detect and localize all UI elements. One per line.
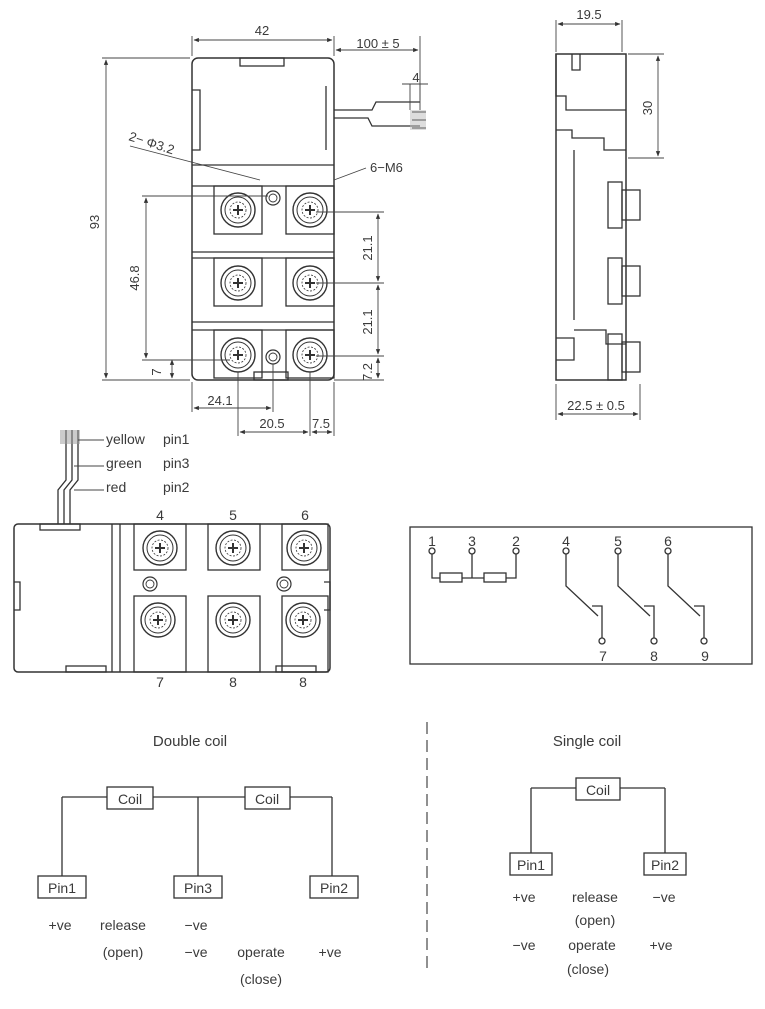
dim-edge-left: 7 [149,368,164,375]
single-coil-cell: +ve [513,889,536,905]
single-coil-pin-1: Pin2 [651,857,679,873]
wire-color-1: green [106,455,142,471]
single-coil-label: Coil [586,782,610,798]
single-coil-pin-0: Pin1 [517,857,545,873]
double-coil-cell: operate [237,944,285,960]
dim-bottom-c: 7.5 [312,416,330,431]
single-coil-cell: operate [568,937,616,953]
single-coil-cell: (open) [575,912,615,928]
dim-side-right: 30 [640,101,655,115]
contact-top-1: 5 [614,533,622,549]
top-view [191,57,426,381]
double-coil-cell: +ve [319,944,342,960]
terminal-bottom-0: 7 [156,674,164,690]
terminal-bottom-2: 8 [299,674,307,690]
dim-side-bottom: 22.5 ± 0.5 [567,398,625,413]
dim-wire-length: 100 ± 5 [356,36,399,51]
dim-hole: 2− Φ3.2 [127,129,176,158]
contact-top-2: 6 [664,533,672,549]
contact-bottom-0: 7 [599,648,607,664]
single-coil-title: Single coil [553,733,621,750]
single-coil-cell: −ve [653,889,676,905]
side-view [555,53,641,381]
top-view-dimensions: 42 100 ± 5 4 2− Φ3.2 6−M6 93 46.8 21.1 2… [87,23,428,436]
contact-top-0: 4 [562,533,570,549]
single-coil-cell: (close) [567,961,609,977]
wire-color-2: red [106,479,126,495]
contact-bottom-2: 9 [701,648,709,664]
dim-height: 93 [87,215,102,229]
single-coil-cell: −ve [513,937,536,953]
double-coil-title: Double coil [153,733,227,750]
dim-wire-pitch: 4 [412,70,419,85]
double-coil-pin-2: Pin2 [320,880,348,896]
dim-pitch-b: 21.1 [360,309,375,334]
single-coil-diagram: Single coil Coil Pin1 Pin2 +ve release −… [509,733,687,977]
double-coil-cell: +ve [49,917,72,933]
wire-legend: yellow pin1 green pin3 red pin2 [106,431,190,495]
dim-bottom-a: 24.1 [207,393,232,408]
single-coil-cell: release [572,889,618,905]
coil-pin-2: 2 [512,533,520,549]
bottom-view [13,430,331,673]
double-coil-cell: release [100,917,146,933]
terminal-top-0: 4 [156,507,164,523]
contact-bottom-1: 8 [650,648,658,664]
double-coil-cell: (open) [103,944,143,960]
double-coil-cell: −ve [185,917,208,933]
schematic: 1 3 2 4 5 6 7 8 9 [409,526,753,665]
dim-bottom-b: 20.5 [259,416,284,431]
wire-color-0: yellow [106,431,146,447]
double-coil-diagram: Double coil Coil Coil Pin1 Pin3 Pin2 +ve… [37,733,359,987]
coil-pin-0: 1 [428,533,436,549]
terminal-numbers: 4 5 6 7 8 8 [156,507,309,690]
terminal-top-1: 5 [229,507,237,523]
single-coil-cell: +ve [650,937,673,953]
double-coil-label-0: Coil [118,791,142,807]
dim-width: 42 [255,23,269,38]
double-coil-pin-0: Pin1 [48,880,76,896]
dim-edge-right: 7.2 [360,363,375,381]
terminal-top-2: 6 [301,507,309,523]
double-coil-cell: −ve [185,944,208,960]
side-view-dimensions: 19.5 30 22.5 ± 0.5 [555,7,664,420]
dim-thread: 6−M6 [370,160,403,175]
wire-pin-1: pin3 [163,455,190,471]
wire-pin-0: pin1 [163,431,190,447]
double-coil-cell: (close) [240,971,282,987]
terminal-bottom-1: 8 [229,674,237,690]
dim-span: 46.8 [127,265,142,290]
wire-pin-2: pin2 [163,479,190,495]
dim-pitch-a: 21.1 [360,235,375,260]
coil-pin-1: 3 [468,533,476,549]
double-coil-label-1: Coil [255,791,279,807]
double-coil-pin-1: Pin3 [184,880,212,896]
dim-side-top: 19.5 [576,7,601,22]
